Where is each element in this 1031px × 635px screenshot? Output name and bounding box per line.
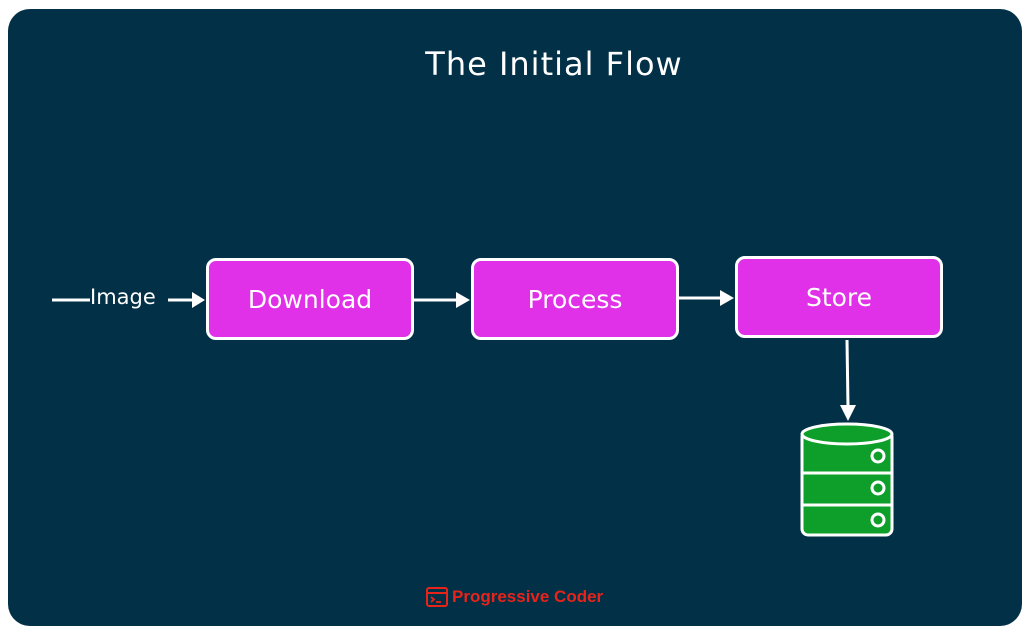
node-store-label: Store — [805, 282, 873, 312]
download-to-process-arrowhead — [456, 292, 470, 308]
diagram-canvas: The Initial Flow Image Download Process — [8, 9, 1022, 626]
store-to-db-line — [845, 339, 850, 408]
node-download: Download — [206, 258, 414, 340]
node-process-label: Process — [527, 284, 623, 314]
input-arrowhead — [192, 292, 205, 308]
footer-brand: Progressive Coder — [426, 587, 603, 607]
terminal-icon — [426, 587, 448, 607]
store-to-db-arrowhead — [840, 405, 856, 421]
input-label: Image — [90, 285, 156, 309]
node-store: Store — [735, 256, 943, 338]
node-process: Process — [471, 258, 679, 340]
footer-brand-text: Progressive Coder — [452, 587, 604, 606]
connectors — [52, 290, 894, 537]
process-to-store-arrowhead — [720, 290, 734, 306]
diagram-title: The Initial Flow — [425, 45, 683, 83]
database-icon — [800, 422, 894, 537]
node-download-label: Download — [247, 284, 373, 314]
